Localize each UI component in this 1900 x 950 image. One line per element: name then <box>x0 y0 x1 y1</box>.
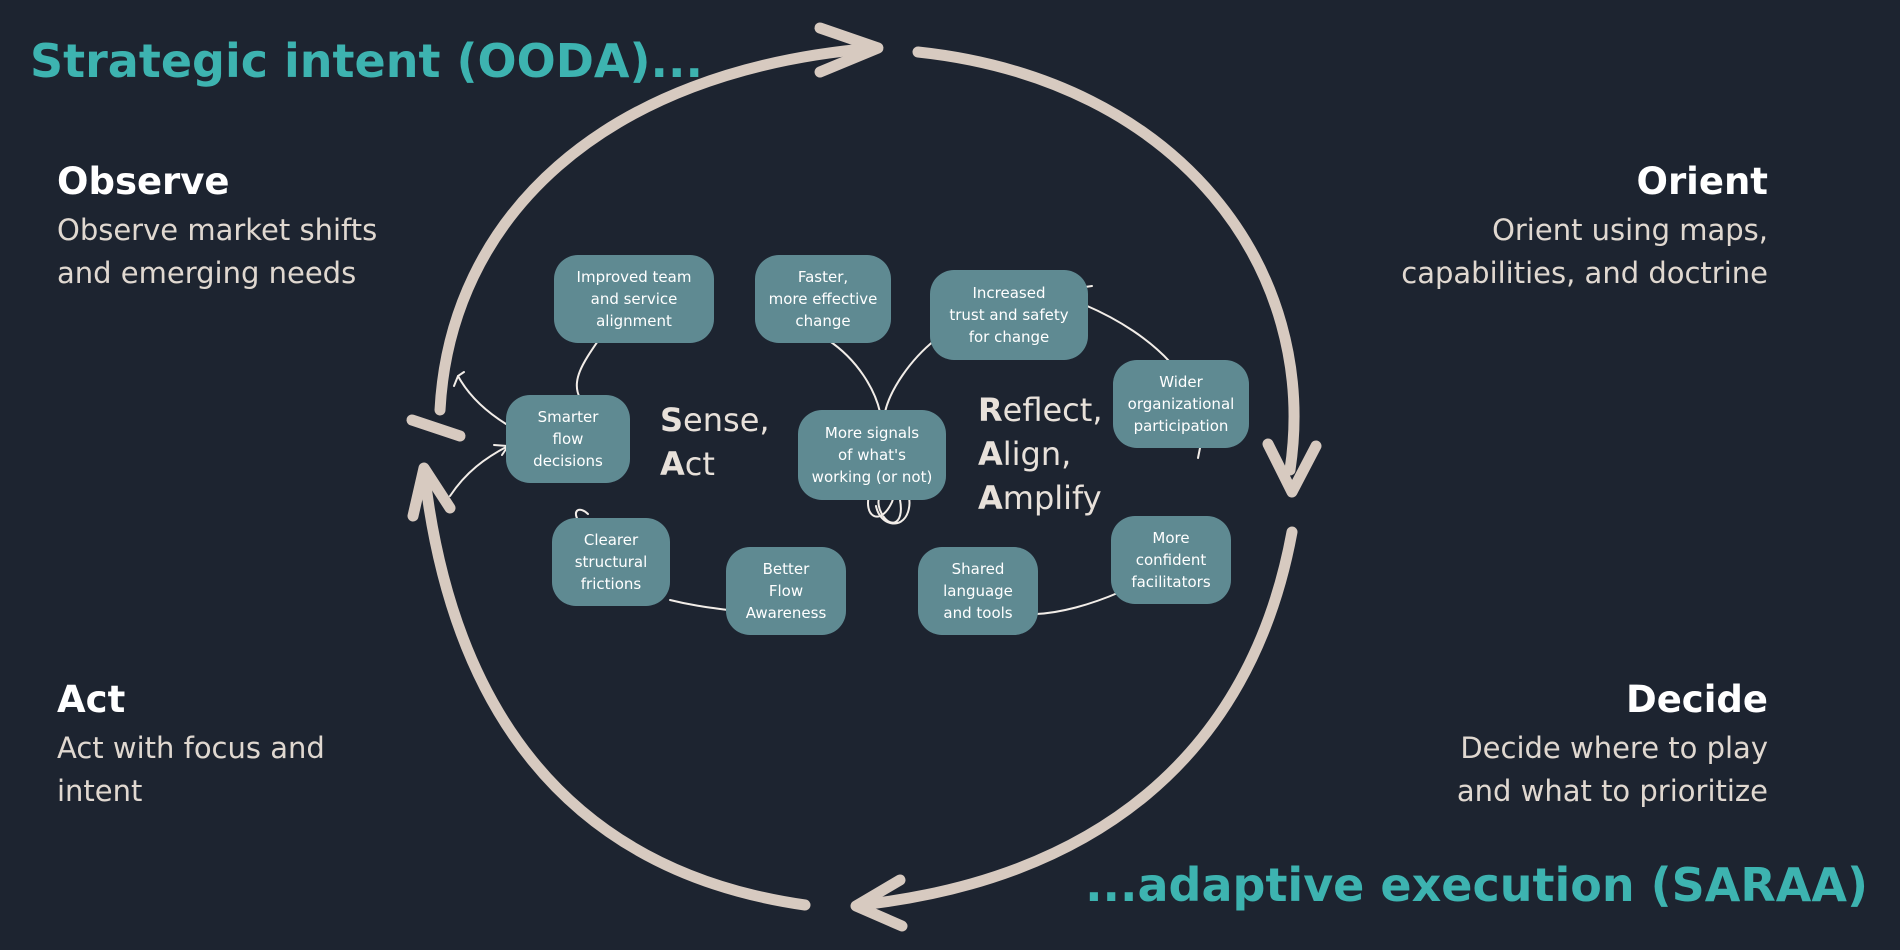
node-increased-trust: Increased trust and safety for change <box>930 270 1088 360</box>
node-trust-line-2: trust and safety <box>949 306 1069 324</box>
node-faster-line-3: change <box>795 312 851 330</box>
act-heading: Act <box>57 678 126 721</box>
node-better-line-2: Flow <box>768 582 804 600</box>
node-wider-participation: Wider organizational participation <box>1113 360 1249 448</box>
cycle-arc-decide <box>854 526 1298 911</box>
node-shared-line-3: and tools <box>943 604 1013 622</box>
node-shared-line-2: language <box>943 582 1013 600</box>
decide-description: Decide where to play and what to priorit… <box>1298 727 1768 813</box>
connector-smarter-bar-up <box>457 375 507 425</box>
act-line-1: Act with focus and <box>57 731 325 765</box>
label-amplify-rest: mplify <box>1002 479 1102 517</box>
quadrant-act: Act Act with focus and intent <box>57 678 527 813</box>
label-sense-act: Sense, Act <box>660 398 770 486</box>
label-amplify-initial: A <box>978 479 1003 517</box>
cycle-arrowhead-left <box>407 462 456 522</box>
cycle-arc-observe <box>434 42 881 416</box>
node-clearer-line-3: frictions <box>580 575 642 593</box>
node-improved-line-1: Improved team <box>576 268 692 286</box>
title-adaptive-execution: ...adaptive execution (SARAA) <box>1085 858 1868 912</box>
connector-confident-shared <box>1035 591 1121 615</box>
orient-line-1: Orient using maps, <box>1492 213 1768 247</box>
node-clearer-frictions: Clearer structural frictions <box>552 518 670 606</box>
quadrant-observe: Observe Observe market shifts and emergi… <box>57 160 527 295</box>
node-smarter-line-3: decisions <box>533 452 603 470</box>
orient-description: Orient using maps, capabilities, and doc… <box>1298 209 1768 295</box>
node-clearer-line-1: Clearer <box>583 531 639 549</box>
node-confident-facilitators: More confident facilitators <box>1111 516 1231 604</box>
node-better-line-3: Awareness <box>745 604 827 622</box>
connector-wider-confident <box>1197 447 1201 459</box>
connector-signals-squiggle <box>867 489 911 525</box>
label-align-rest: lign, <box>1002 435 1072 473</box>
node-improved-alignment: Improved team and service alignment <box>554 255 714 343</box>
connector-clearer-smarter <box>574 508 589 521</box>
label-sense-initial: S <box>660 401 684 439</box>
node-faster-change: Faster, more effective change <box>755 255 891 343</box>
node-shared-language: Shared language and tools <box>918 547 1038 635</box>
label-reflect-initial: R <box>978 391 1003 429</box>
label-align-initial: A <box>978 435 1003 473</box>
node-better-line-1: Better <box>762 560 810 578</box>
decide-heading: Decide <box>1625 678 1768 721</box>
node-shared-line-1: Shared <box>951 560 1005 578</box>
cycle-arc-orient <box>912 46 1300 476</box>
node-confident-line-3: facilitators <box>1131 573 1211 591</box>
label-reflect-rest: eflect, <box>1002 391 1103 429</box>
node-trust-line-3: for change <box>968 328 1050 346</box>
node-wider-line-1: Wider <box>1159 373 1203 391</box>
node-signals-line-3: working (or not) <box>811 468 933 486</box>
act-line-2: intent <box>57 774 143 808</box>
node-smarter-line-1: Smarter <box>537 408 599 426</box>
decide-line-1: Decide where to play <box>1460 731 1768 765</box>
connector-smarter-bar-down <box>449 445 509 497</box>
label-act-rest: ct <box>684 445 715 483</box>
node-faster-line-1: Faster, <box>797 268 849 286</box>
node-faster-line-2: more effective <box>768 290 878 308</box>
connector-better-clearer <box>669 599 729 611</box>
observe-description: Observe market shifts and emerging needs <box>57 209 527 295</box>
node-trust-line-1: Increased <box>972 284 1046 302</box>
node-confident-line-1: More <box>1152 529 1190 547</box>
cycle-arrowhead-bottom <box>850 874 908 932</box>
node-improved-line-3: alignment <box>596 312 672 330</box>
cycle-arrowhead-top <box>814 22 884 78</box>
title-strategic-intent: Strategic intent (OODA)... <box>30 34 703 88</box>
connector-smarter-improved <box>575 337 601 399</box>
quadrant-orient: Orient Orient using maps, capabilities, … <box>1298 160 1768 295</box>
node-more-signals: More signals of what's working (or not) <box>798 410 946 500</box>
node-wider-line-2: organizational <box>1127 395 1235 413</box>
label-act-initial: A <box>660 445 685 483</box>
orient-line-2: capabilities, and doctrine <box>1401 256 1768 290</box>
cycle-arrowhead-right <box>1262 438 1322 498</box>
node-smarter-decisions: Smarter flow decisions <box>506 395 630 483</box>
node-improved-line-2: and service <box>590 290 678 308</box>
node-clearer-line-2: structural <box>574 553 648 571</box>
cycle-bar-left <box>406 414 466 442</box>
observe-line-1: Observe market shifts <box>57 213 378 247</box>
connector-trust-signals <box>884 339 936 413</box>
decide-line-2: and what to prioritize <box>1456 774 1768 808</box>
cycle-arc-act <box>418 464 811 911</box>
node-smarter-line-2: flow <box>552 430 584 448</box>
orient-heading: Orient <box>1636 160 1768 203</box>
connector-faster-signals <box>827 339 881 413</box>
node-signals-line-2: of what's <box>837 446 906 464</box>
observe-heading: Observe <box>57 160 230 203</box>
connector-smarter-bar-up-head <box>453 371 465 387</box>
node-confident-line-2: confident <box>1135 551 1207 569</box>
act-description: Act with focus and intent <box>57 727 527 813</box>
label-sense-rest: ense, <box>683 401 770 439</box>
connector-trust-wider <box>1084 304 1171 363</box>
label-reflect-align-amplify: Reflect, Align, Amplify <box>978 388 1102 520</box>
node-signals-line-1: More signals <box>824 424 920 442</box>
observe-line-2: and emerging needs <box>57 256 357 290</box>
node-wider-line-3: participation <box>1133 417 1229 435</box>
quadrant-decide: Decide Decide where to play and what to … <box>1298 678 1768 813</box>
